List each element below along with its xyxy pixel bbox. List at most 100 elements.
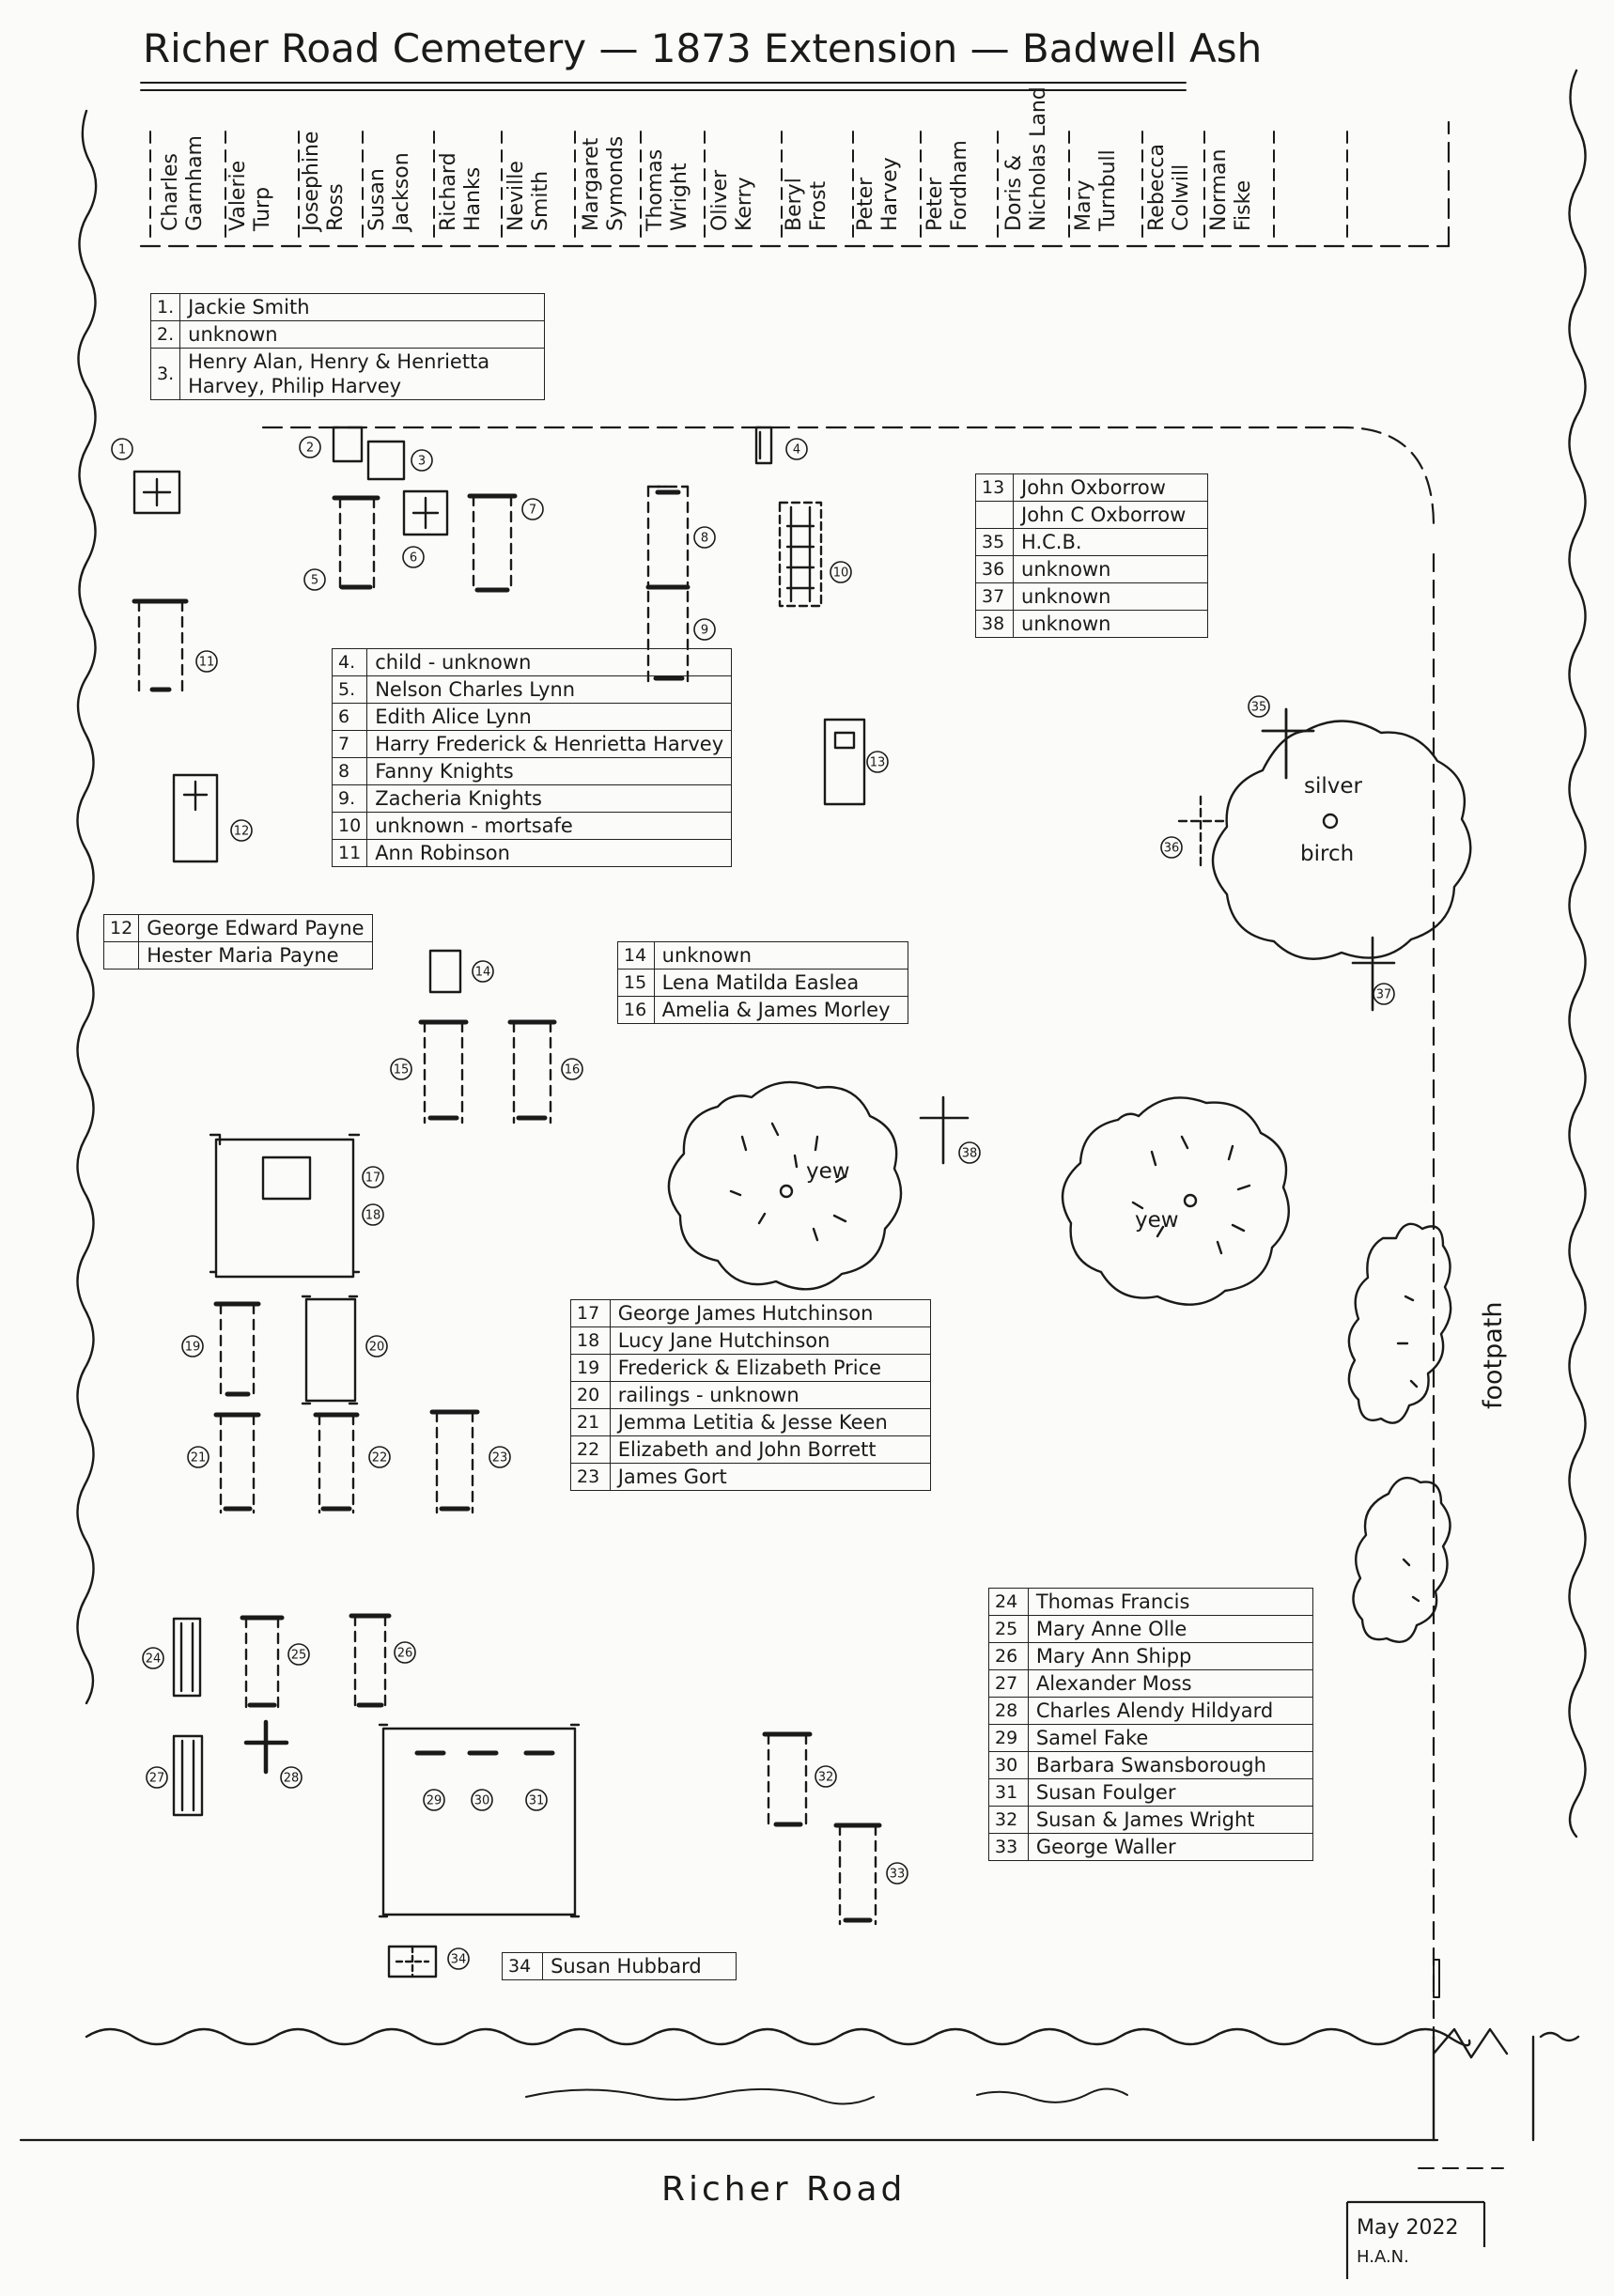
grave-number-12: 12 <box>234 825 250 839</box>
gate <box>1432 2027 1535 2142</box>
grave-20-railings <box>301 1295 359 1405</box>
grave-7 <box>467 493 518 593</box>
legend-number: 2. <box>149 320 181 349</box>
top-row-name-13: Doris &Nicholas Land <box>1002 86 1050 231</box>
legend-name: George Waller <box>1027 1833 1314 1861</box>
silver-birch-label-2: birch <box>1300 842 1354 866</box>
top-row-plot-separators <box>149 131 1348 245</box>
grave-36-cross <box>1177 795 1227 871</box>
grave-2 <box>332 426 364 463</box>
grave-14 <box>428 949 462 994</box>
legend-number: 14 <box>617 941 655 970</box>
grave-number-25: 25 <box>291 1649 307 1663</box>
legend-number: 15 <box>617 969 655 997</box>
legend-name: unknown <box>653 941 909 970</box>
grave-5 <box>332 495 380 590</box>
legend-number: 34 <box>501 1952 544 1980</box>
top-row-name-15: RebeccaColwill <box>1145 144 1193 231</box>
legend-name: Samel Fake <box>1027 1724 1314 1752</box>
legend-name: John Oxborrow <box>1013 473 1208 502</box>
grave-number-26: 26 <box>397 1647 413 1661</box>
grave-number-4: 4 <box>793 443 800 458</box>
hedge-end <box>1539 2031 1580 2042</box>
legend-number: 10 <box>331 812 368 840</box>
grave-24 <box>172 1617 202 1698</box>
grave-number-33: 33 <box>890 1868 906 1882</box>
grave-number-17: 17 <box>365 1171 381 1186</box>
legend-name: Harry Frederick & Henrietta Harvey <box>366 730 733 758</box>
grave-12 <box>172 773 219 863</box>
grave-29-31-enclosure <box>378 1723 581 1918</box>
grave-19 <box>213 1301 261 1400</box>
grave-number-34: 34 <box>451 1953 467 1967</box>
grave-38-cross <box>919 1095 970 1165</box>
top-row-name-9: OliverKerry <box>708 169 756 231</box>
grave-number-20: 20 <box>369 1341 385 1355</box>
top-row-name-2: ValerieTurp <box>226 161 274 232</box>
yew-label-2: yew <box>1135 1208 1179 1233</box>
legend-name: Lena Matilda Easlea <box>653 969 909 997</box>
legend-name: child - unknown <box>366 648 733 676</box>
grave-number-15: 15 <box>394 1063 410 1078</box>
signature-box: May 2022 H.A.N. <box>1345 2200 1486 2279</box>
grave-number-30: 30 <box>474 1794 490 1808</box>
grave-28-cross <box>243 1719 289 1775</box>
legend-number: 36 <box>974 555 1015 583</box>
top-row-name-10: BerylFrost <box>783 178 830 231</box>
grave-34 <box>387 1945 438 1978</box>
legend-number: 25 <box>988 1615 1029 1643</box>
legend-number <box>974 501 1015 529</box>
grave-26 <box>349 1613 392 1712</box>
legend-row: 4.child - unknown <box>331 648 733 676</box>
grave-number-7: 7 <box>529 504 536 518</box>
grave-number-35: 35 <box>1251 701 1267 715</box>
grave-11 <box>132 598 189 697</box>
grave-number-3: 3 <box>418 455 426 469</box>
legend-name: Zacheria Knights <box>366 784 733 813</box>
grave-8 <box>645 485 691 590</box>
legend-row: John C Oxborrow <box>974 501 1208 529</box>
legend-number: 11 <box>331 839 368 867</box>
grave-number-21: 21 <box>191 1451 207 1466</box>
legend-name: Lucy Jane Hutchinson <box>609 1326 932 1355</box>
top-row-name-12: PeterFordham <box>923 140 971 231</box>
top-row-name-1: CharlesGarnham <box>159 135 207 231</box>
verge-line <box>525 2087 1128 2105</box>
legend-row: 5.Nelson Charles Lynn <box>331 675 733 704</box>
grave-23 <box>429 1409 480 1514</box>
legend-name: Mary Ann Shipp <box>1027 1642 1314 1670</box>
grave-number-38: 38 <box>962 1147 978 1161</box>
legend-name: Henry Alan, Henry & Henrietta Harvey, Ph… <box>179 348 545 400</box>
grave-number-13: 13 <box>870 756 886 770</box>
legend-number: 4. <box>331 648 368 676</box>
yew-tree-2 <box>1061 1096 1290 1306</box>
legend-name: Nelson Charles Lynn <box>366 675 733 704</box>
yew-leaf-marks <box>729 1122 847 1242</box>
legend-number: 16 <box>617 996 655 1024</box>
legend-name: Jackie Smith <box>179 293 545 321</box>
legend-name: George James Hutchinson <box>609 1299 932 1327</box>
legend-name: Mary Anne Olle <box>1027 1615 1314 1643</box>
grave-number-5: 5 <box>311 574 318 588</box>
grave-13 <box>823 718 866 806</box>
legend-name: Amelia & James Morley <box>653 996 909 1024</box>
grave-number-11: 11 <box>199 656 215 670</box>
grave-15 <box>418 1019 469 1125</box>
